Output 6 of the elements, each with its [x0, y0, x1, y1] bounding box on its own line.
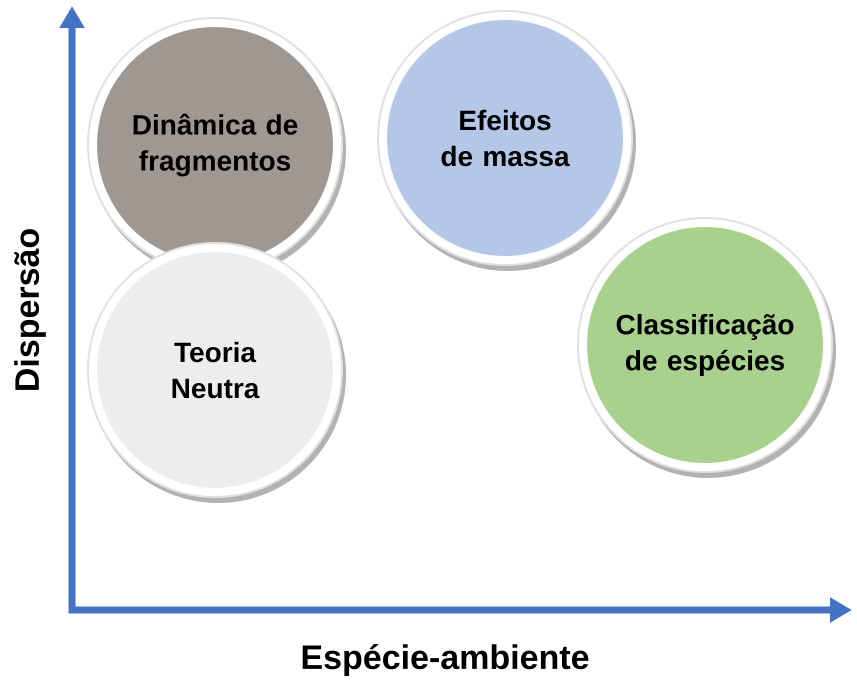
axis-label: Espécie-ambiente	[302, 644, 588, 676]
circle-node: Teoria Neutra	[87, 242, 346, 503]
circle-node: Dinâmica de fragmentos	[87, 17, 346, 278]
circle-node: Classificação de espécies	[577, 217, 836, 478]
axis-label: Dispersão	[14, 229, 46, 390]
circle-node: Efeitos de massa	[377, 10, 636, 271]
